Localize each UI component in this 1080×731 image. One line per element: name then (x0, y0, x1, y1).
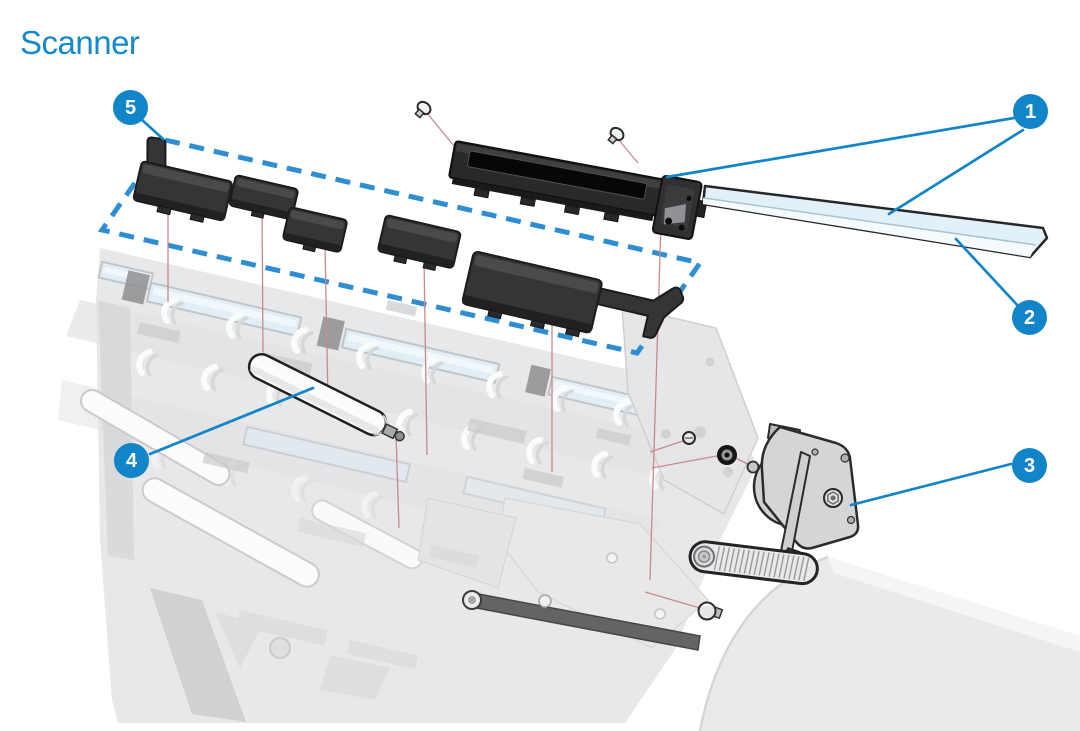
side-cover-wedge (698, 555, 1080, 731)
scanner-bar-assembly (448, 140, 708, 240)
red-leader-lines (167, 112, 753, 609)
callout-5-label: 5 (124, 96, 137, 119)
mount-screw-small (682, 431, 696, 445)
callout-3: 3 (1012, 448, 1047, 483)
callout-3-label: 3 (1023, 454, 1036, 477)
callout-4-label: 4 (125, 449, 138, 472)
callout-1-label: 1 (1024, 100, 1037, 123)
callout-1: 1 (1013, 94, 1048, 129)
scanner-cover-strips (132, 136, 685, 339)
dashed-selection-outline (97, 137, 705, 356)
scanner-bar-screw-left (414, 100, 432, 119)
page-title: Scanner (20, 24, 140, 61)
tension-spring (688, 540, 819, 586)
tensioner-assembly (682, 423, 860, 621)
link-rod (462, 590, 701, 651)
callout-5: 5 (113, 90, 148, 125)
rubber-grommet (717, 445, 760, 474)
scanner-glass-plate (701, 184, 1049, 259)
bottom-screw (697, 601, 724, 621)
callout-2: 2 (1012, 300, 1047, 335)
pinch-roller (247, 353, 405, 442)
callout-leader-lines (139, 116, 1025, 507)
callout-2-label: 2 (1023, 306, 1036, 329)
callout-4: 4 (114, 443, 149, 478)
scanner-bar-screw-right (607, 126, 625, 145)
